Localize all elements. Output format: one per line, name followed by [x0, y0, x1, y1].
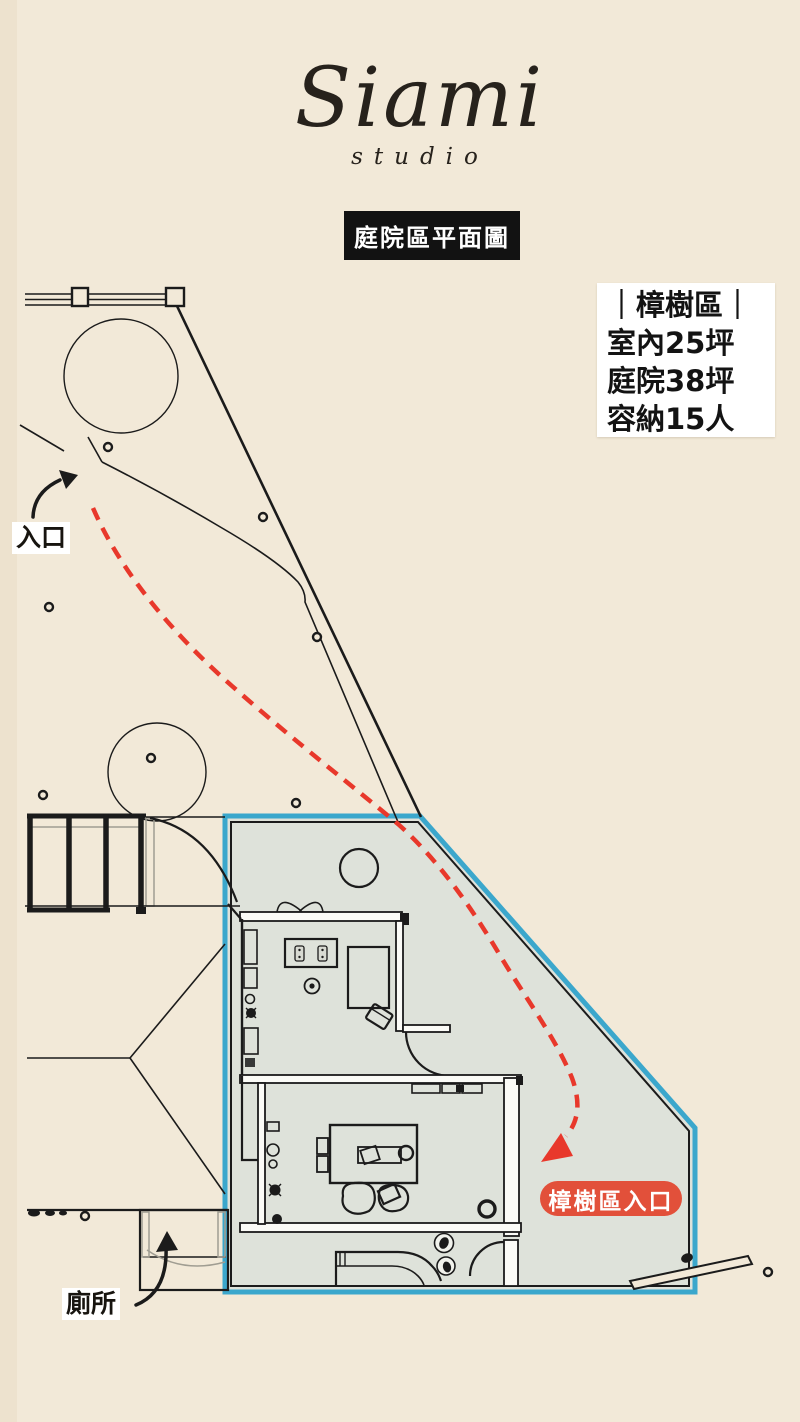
zone-highlight-polygon [222, 813, 698, 1295]
route-arrow-icon [541, 1133, 573, 1162]
cabinet [411, 1083, 441, 1094]
neighbour-roof-lines [27, 943, 226, 1195]
info-line-garden: 庭院38坪 [607, 364, 735, 398]
toilet-arrow-icon [134, 1231, 178, 1307]
chair [365, 1003, 394, 1030]
desk [346, 945, 391, 1010]
left-building [25, 813, 240, 914]
double-door-leaf-left [276, 901, 301, 913]
info-line-indoor: 室內25坪 [607, 326, 735, 360]
counter-bench [334, 1250, 443, 1286]
switch-panel [283, 937, 339, 969]
door-swing-arc [468, 1240, 505, 1277]
zone-entrance-badge: 樟樹區入口 [540, 1181, 682, 1216]
washroom-corridor [334, 1232, 519, 1287]
lounge-seats [341, 1181, 410, 1215]
floor-outlet [303, 977, 321, 995]
tree-canopy-mid [107, 722, 207, 822]
entry-gate-bar [628, 1253, 754, 1291]
page-title: 庭院區平面圖 [344, 211, 520, 260]
site-fence-top [25, 286, 186, 308]
stool [477, 1199, 497, 1219]
info-line-capacity: 容納15人 [607, 402, 735, 436]
toilet-annex [27, 1208, 230, 1292]
main-room [239, 1074, 523, 1237]
zone-info-box: ｜樟樹區｜ 室內25坪 庭院38坪 容納15人 [597, 283, 775, 437]
entrance-path-lines [19, 318, 399, 823]
entrance-arrow-icon [31, 470, 78, 519]
info-line-zone: ｜樟樹區｜ [607, 288, 753, 322]
site-boundary-diagonal [175, 305, 423, 818]
shrub-dots [37, 441, 774, 1278]
brand-name: Siami [294, 51, 546, 146]
work-table [328, 1123, 419, 1185]
entrance-label: 入口 [12, 522, 71, 554]
tree-canopy-large [63, 318, 179, 434]
door-leaf [402, 1024, 451, 1033]
double-door-leaf-right [300, 901, 324, 913]
brand-subtitle: studio [351, 144, 489, 171]
tree-canopy-patio [338, 847, 380, 889]
visitor-route [90, 507, 580, 1162]
brand-logo: Siami studio [200, 51, 640, 171]
page-edge-shade [0, 0, 17, 1422]
toilet-label: 廁所 [62, 1288, 121, 1320]
